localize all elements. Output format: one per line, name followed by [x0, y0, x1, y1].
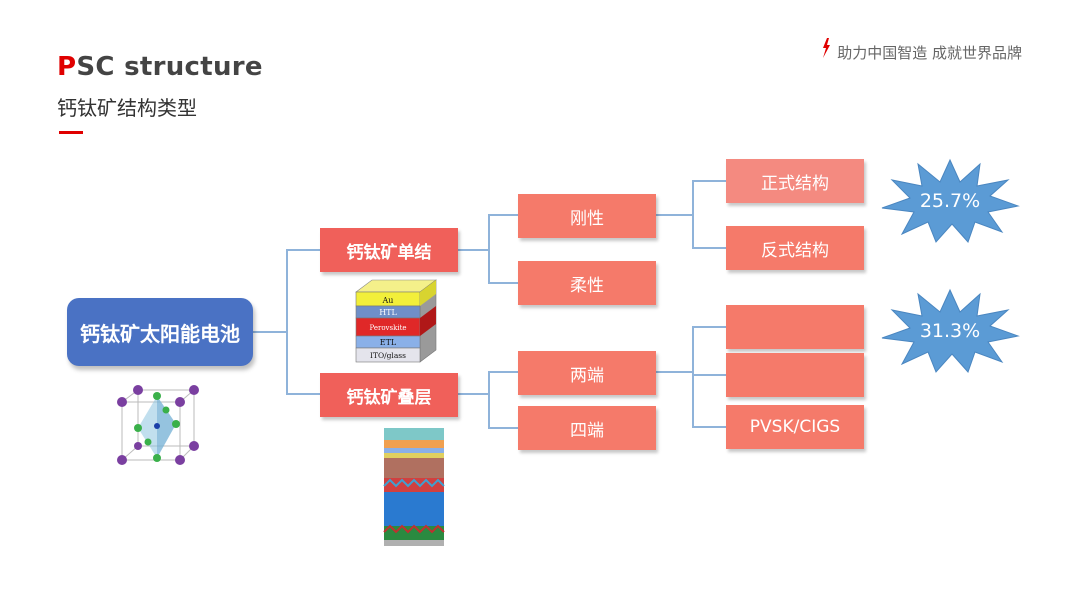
stack-layer-ito-glass: ITO/glass [370, 351, 406, 360]
starburst-icon [881, 158, 1020, 243]
efficiency-badge-single: 25.7% [880, 158, 1020, 244]
node-formal-structure: 正式结构 [726, 159, 864, 203]
node-two-terminal: 两端 [518, 351, 656, 395]
crystal-structure-image [117, 385, 199, 465]
lightning-icon [821, 38, 831, 62]
efficiency-single-value: 25.7% [919, 190, 981, 212]
stack-layer-etl: ETL [380, 338, 397, 347]
node-flexible: 柔性 [518, 261, 656, 305]
node-tandem: 钙钛矿叠层 [320, 373, 458, 417]
tandem-stack-image [383, 428, 445, 546]
node-rigid: 刚性 [518, 194, 656, 238]
node-tandem-option-1 [726, 305, 864, 349]
stack-layer-au: Au [382, 296, 394, 305]
stack-layer-htl: HTL [379, 308, 397, 317]
slogan-text: 助力中国智造 成就世界品牌 [837, 44, 1022, 62]
node-pvsk-cigs: PVSK/CIGS [726, 405, 864, 449]
node-four-terminal: 四端 [518, 406, 656, 450]
slogan: 助力中国智造 成就世界品牌 [821, 38, 1022, 63]
single-junction-stack-image: Au HTL Perovskite ETL ITO/glass [355, 279, 437, 363]
stack-layer-perovskite: Perovskite [369, 324, 406, 332]
title-text: SC structure [76, 52, 263, 82]
title-accent: P [57, 52, 77, 82]
efficiency-tandem-value: 31.3% [919, 320, 981, 342]
page-subtitle: 钙钛矿结构类型 [57, 96, 197, 120]
node-single-junction: 钙钛矿单结 [320, 228, 458, 272]
node-inverted-structure: 反式结构 [726, 226, 864, 270]
node-tandem-option-2 [726, 353, 864, 397]
page-title: PSC structure [57, 52, 263, 82]
node-perovskite-solar-cell: 钙钛矿太阳能电池 [67, 298, 253, 366]
title-underline [59, 131, 83, 134]
efficiency-badge-tandem: 31.3% [880, 288, 1020, 374]
starburst-icon [881, 288, 1020, 373]
